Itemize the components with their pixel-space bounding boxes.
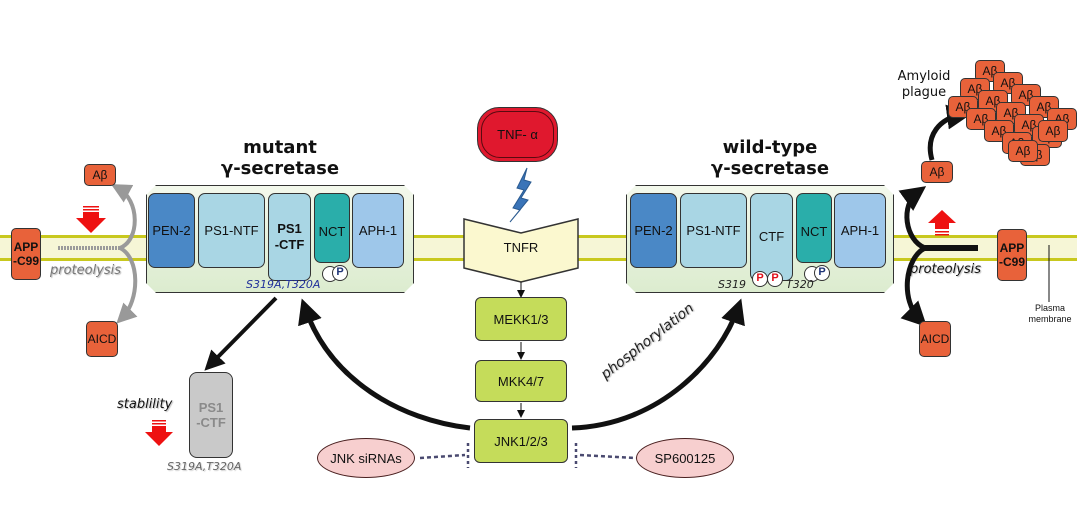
plaque-label-line2: plague bbox=[901, 85, 947, 100]
wt-site-s319: S319 bbox=[718, 278, 746, 291]
amyloid-plaque-label: Amyloid plague bbox=[889, 69, 959, 101]
sirna-inhibition-line bbox=[419, 453, 466, 460]
right-aicd: AICD bbox=[919, 321, 951, 357]
left-aicd: AICD bbox=[86, 321, 118, 357]
left-abeta: Aβ bbox=[84, 164, 116, 186]
mutant-nct: NCT bbox=[314, 193, 350, 263]
membrane-label-line2: membrane bbox=[1028, 314, 1072, 324]
plaque-label-line1: Amyloid bbox=[897, 69, 951, 84]
sp600125-inhibition-line bbox=[579, 453, 637, 460]
wt-aph1: APH-1 bbox=[834, 193, 886, 268]
inhibitor-jnk-sirnas: JNK siRNAs bbox=[317, 438, 415, 478]
tnf-alpha: TNF- α bbox=[477, 107, 558, 162]
right-app-c99: APP -C99 bbox=[997, 229, 1027, 281]
right-proteolysis-label: proteolysis bbox=[910, 262, 982, 277]
right-proteolysis-to-abeta bbox=[898, 186, 927, 251]
degradation-arrow bbox=[204, 296, 278, 371]
wt-t320-phospho: P bbox=[767, 271, 783, 287]
mutant-site-label: S319A,T320A bbox=[246, 278, 321, 291]
mutant-ps1-ntf: PS1-NTF bbox=[198, 193, 265, 268]
wt-nct: NCT bbox=[796, 193, 832, 263]
increase-arrow-right bbox=[928, 210, 956, 236]
left-proteolysis-label: proteolysis bbox=[50, 263, 122, 278]
wt-s319-phospho: P bbox=[752, 271, 768, 287]
stability-down-arrow bbox=[145, 420, 173, 446]
jnk-to-mutant-arrow bbox=[298, 298, 471, 431]
tnfr-label: TNFR bbox=[503, 240, 539, 255]
mutant-title: mutant γ-secretase bbox=[200, 137, 360, 179]
plaque-abeta-unit: Aβ bbox=[993, 72, 1023, 94]
tnf-alpha-label: TNF- α bbox=[497, 127, 538, 142]
wt-site-t320: T320 bbox=[786, 278, 814, 291]
kinase-mekk13: MEKK1/3 bbox=[475, 297, 567, 341]
membrane-label-line1: Plasma bbox=[1034, 303, 1065, 313]
mutant-title-line2: γ-secretase bbox=[220, 158, 340, 179]
inhibitor-sp600125: SP600125 bbox=[636, 438, 734, 478]
abeta-to-plaque-arrow bbox=[927, 104, 972, 161]
mutant-pen2: PEN-2 bbox=[148, 193, 195, 268]
mutant-aph1: APH-1 bbox=[352, 193, 404, 268]
tnf-inner-border bbox=[481, 111, 554, 158]
left-proteolysis-to-abeta bbox=[110, 184, 137, 250]
kinase-jnk123: JNK1/2/3 bbox=[474, 419, 568, 463]
wt-pen2: PEN-2 bbox=[630, 193, 677, 268]
plaque-abeta-unit: Aβ bbox=[1038, 120, 1068, 142]
jnk-to-wildtype-arrow bbox=[571, 298, 745, 431]
kinase-mkk47: MKK4/7 bbox=[475, 360, 567, 402]
wildtype-title-line2: γ-secretase bbox=[710, 158, 830, 179]
degraded-site-label: S319A,T320A bbox=[167, 460, 242, 473]
stability-label: stablility bbox=[117, 397, 173, 412]
plasma-membrane-label: Plasma membrane bbox=[1022, 303, 1077, 325]
mutant-title-line1: mutant bbox=[243, 137, 317, 158]
mutant-ps1-ctf: PS1 -CTF bbox=[268, 193, 311, 281]
wt-nct-phospho: P bbox=[814, 265, 830, 281]
left-app-c99: APP -C99 bbox=[11, 228, 41, 280]
right-proteolysis-to-aicd bbox=[900, 245, 928, 328]
mutant-nct-phospho: P bbox=[332, 265, 348, 281]
left-proteolysis-to-aicd bbox=[116, 246, 138, 324]
wt-ps1-ntf: PS1-NTF bbox=[680, 193, 747, 268]
plaque-abeta-unit: Aβ bbox=[1008, 140, 1038, 162]
decrease-arrow-left bbox=[76, 206, 106, 233]
wildtype-title-line1: wild-type bbox=[722, 137, 818, 158]
degraded-ps1-ctf: PS1 -CTF bbox=[189, 372, 233, 458]
tnfr-shape bbox=[463, 218, 579, 283]
lightning-icon bbox=[509, 167, 532, 223]
right-abeta: Aβ bbox=[921, 161, 953, 183]
wildtype-title: wild-type γ-secretase bbox=[690, 137, 850, 179]
